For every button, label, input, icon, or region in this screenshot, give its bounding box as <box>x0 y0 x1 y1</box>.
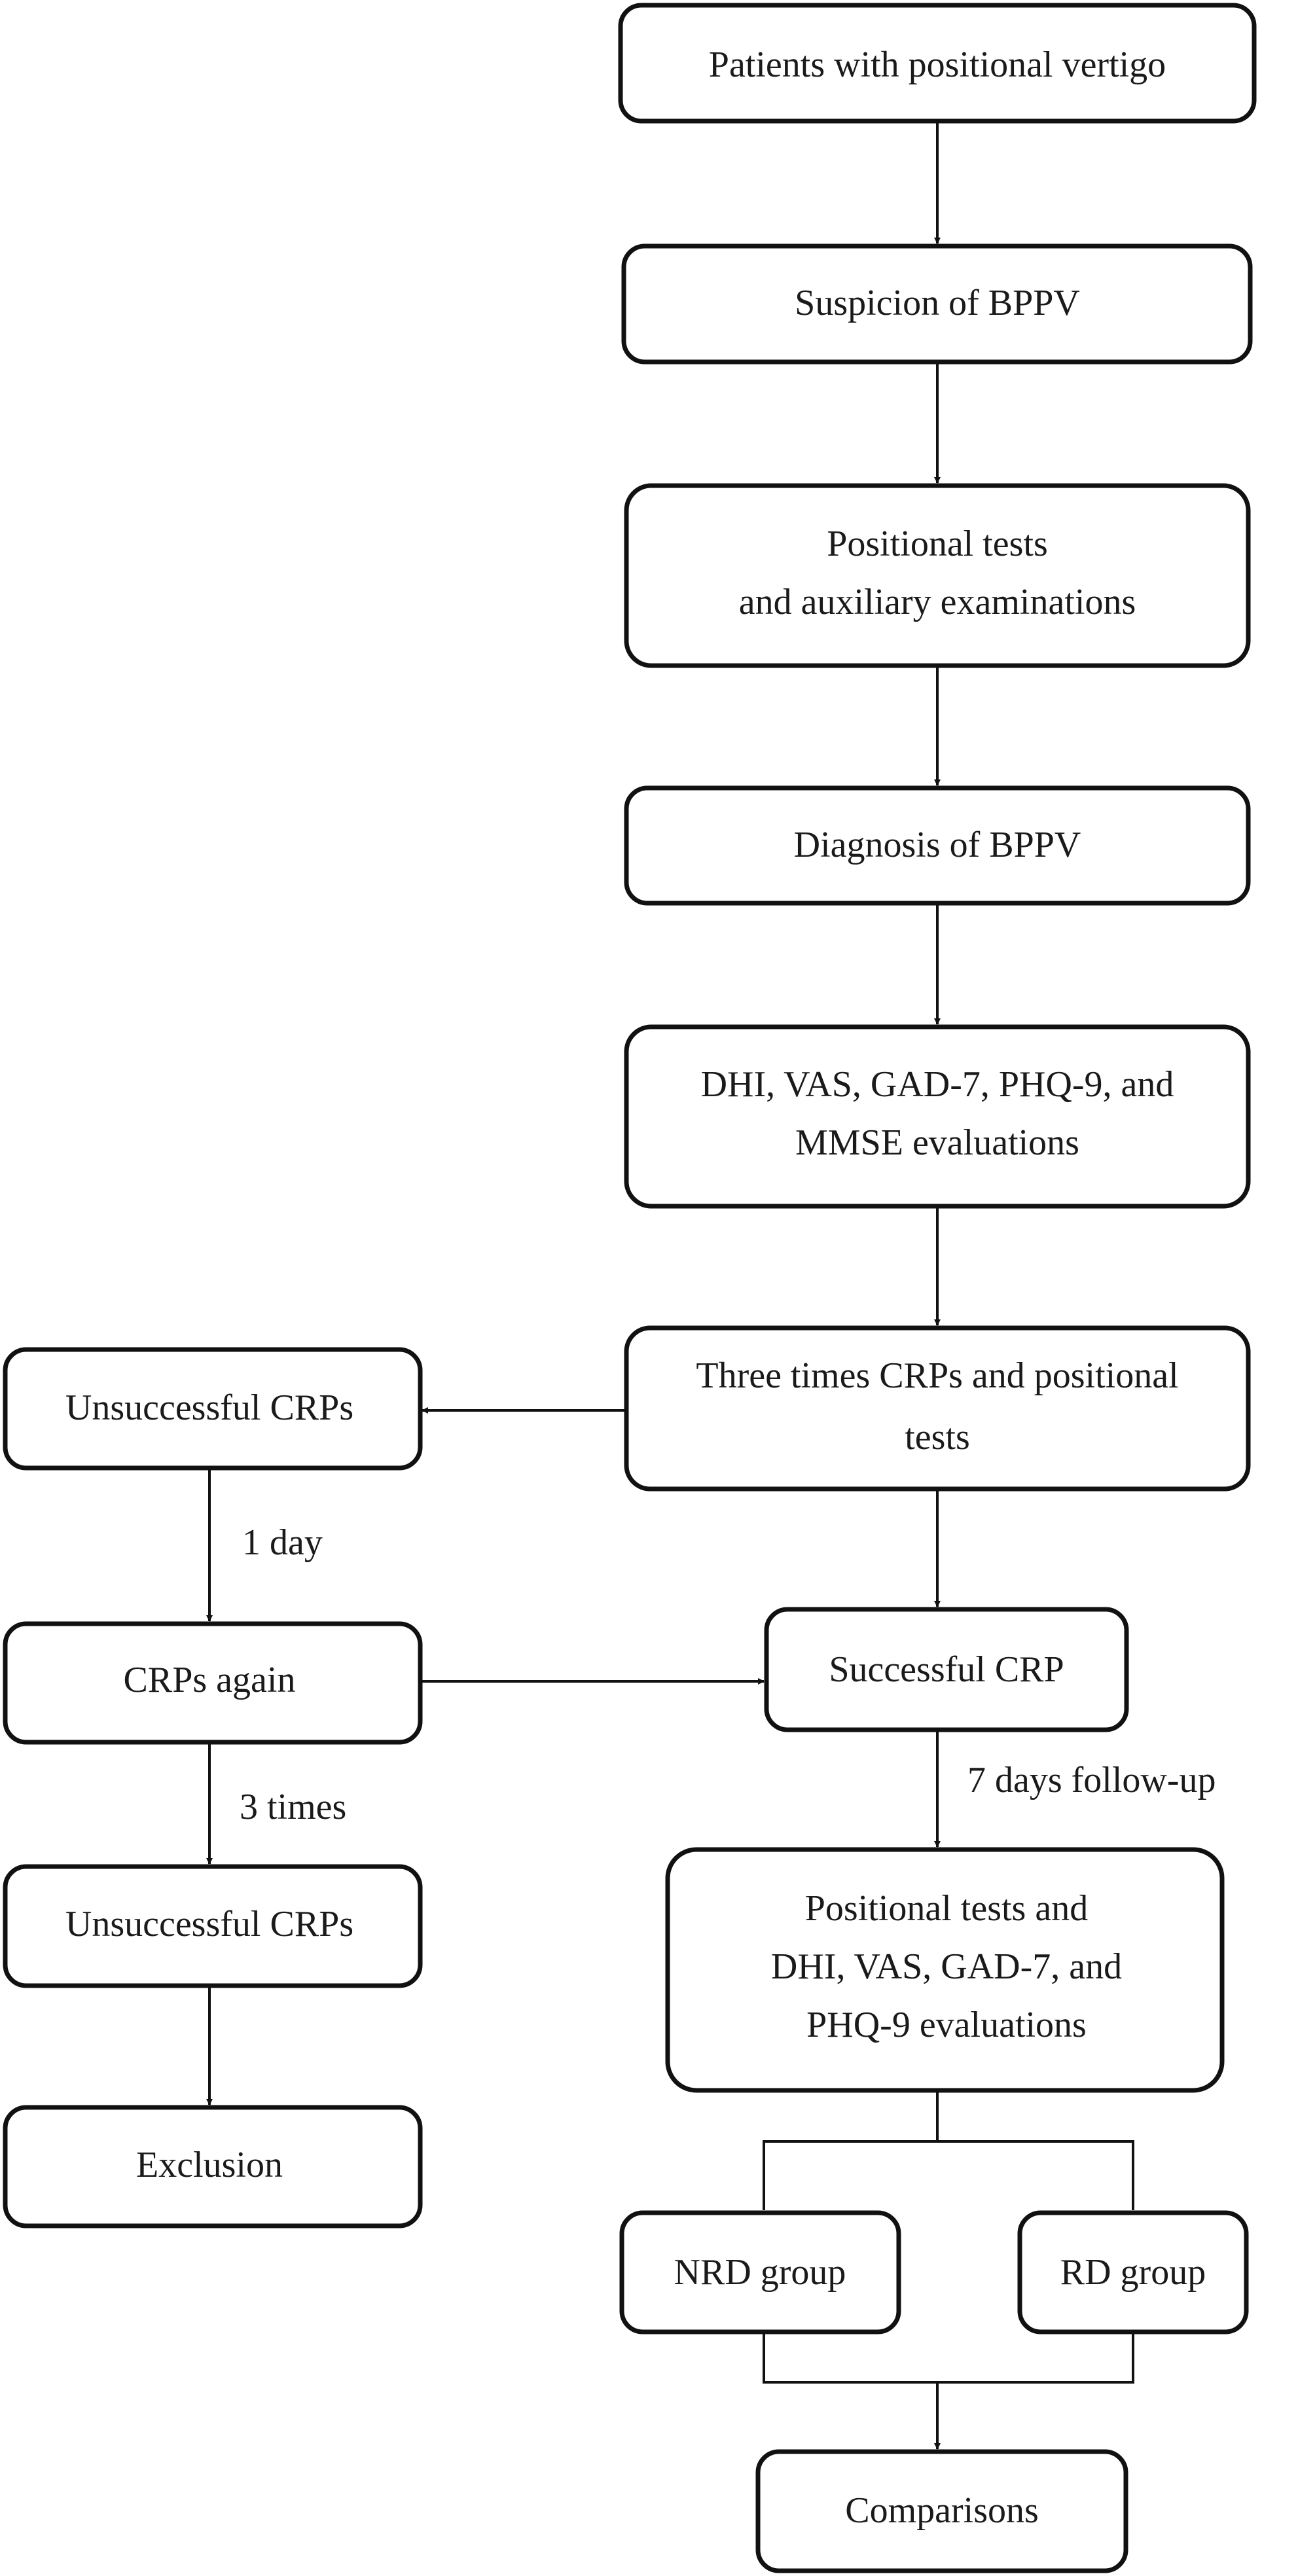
svg-text:Unsuccessful CRPs: Unsuccessful CRPs <box>65 1904 353 1944</box>
node-rd-group-line-1: RD group <box>1060 2252 1206 2293</box>
node-three-times: Three times CRPs and positional tests <box>624 1325 1251 1492</box>
svg-text:CRPs again: CRPs again <box>124 1660 296 1700</box>
node-three-times-line-1: Three times CRPs and positional <box>696 1355 1178 1396</box>
node-positional-tests: Positional tests and auxiliary examinati… <box>624 483 1251 668</box>
node-unsuccessful-crps-1: Unsuccessful CRPs <box>3 1347 423 1471</box>
label-one-day: 1 day <box>242 1522 323 1563</box>
svg-text:Successful CRP: Successful CRP <box>829 1649 1064 1690</box>
node-unsuccessful-crps-2-line-1: Unsuccessful CRPs <box>65 1904 353 1944</box>
connector-groups-to-comparisons <box>763 2332 1134 2384</box>
svg-text:MMSE evaluations: MMSE evaluations <box>795 1122 1079 1163</box>
node-patients: Patients with positional vertigo <box>618 3 1257 124</box>
node-exclusion: Exclusion <box>3 2105 423 2228</box>
node-positional-tests-line-1: Positional tests <box>827 524 1048 564</box>
node-nrd-group: NRD group <box>619 2210 901 2334</box>
node-comparisons: Comparisons <box>755 2449 1128 2573</box>
svg-text:NRD group: NRD group <box>674 2252 846 2293</box>
label-seven-days-follow-up: 7 days follow-up <box>967 1760 1216 1800</box>
node-evaluations: DHI, VAS, GAD-7, PHQ-9, and MMSE evaluat… <box>624 1024 1251 1209</box>
node-crps-again-line-1: CRPs again <box>124 1660 296 1700</box>
node-nrd-group-line-1: NRD group <box>674 2252 846 2293</box>
svg-text:RD group: RD group <box>1060 2252 1206 2293</box>
node-comparisons-line-1: Comparisons <box>845 2490 1039 2531</box>
node-positional-tests-line-2: and auxiliary examinations <box>739 582 1136 622</box>
node-evaluations-line-2: MMSE evaluations <box>795 1122 1079 1163</box>
node-followup-tests: Positional tests and DHI, VAS, GAD-7, an… <box>665 1847 1225 2093</box>
node-diagnosis-line-1: Diagnosis of BPPV <box>794 825 1081 865</box>
svg-text:Patients with positional verti: Patients with positional vertigo <box>709 45 1166 85</box>
svg-text:Three times CRPs and positiona: Three times CRPs and positional <box>696 1355 1178 1396</box>
node-patients-line-1: Patients with positional vertigo <box>709 45 1166 85</box>
node-exclusion-line-1: Exclusion <box>136 2145 283 2185</box>
svg-text:tests: tests <box>905 1417 970 1458</box>
svg-text:and auxiliary examinations: and auxiliary examinations <box>739 582 1136 622</box>
node-successful-crp: Successful CRP <box>764 1607 1129 1732</box>
node-diagnosis: Diagnosis of BPPV <box>624 785 1251 906</box>
node-followup-tests-line-1: Positional tests and <box>805 1888 1088 1929</box>
svg-text:Positional tests and: Positional tests and <box>805 1888 1088 1929</box>
svg-text:Unsuccessful CRPs: Unsuccessful CRPs <box>65 1387 353 1428</box>
connectors <box>206 121 1134 2450</box>
node-followup-tests-line-3: PHQ-9 evaluations <box>806 2005 1087 2045</box>
node-three-times-line-2: tests <box>905 1417 970 1458</box>
label-three-times: 3 times <box>240 1787 346 1827</box>
node-evaluations-line-1: DHI, VAS, GAD-7, PHQ-9, and <box>701 1064 1174 1105</box>
node-suspicion: Suspicion of BPPV <box>621 243 1253 365</box>
svg-text:DHI, VAS, GAD-7, and: DHI, VAS, GAD-7, and <box>771 1946 1122 1987</box>
svg-text:Exclusion: Exclusion <box>136 2145 283 2185</box>
node-suspicion-line-1: Suspicion of BPPV <box>795 283 1080 323</box>
node-successful-crp-line-1: Successful CRP <box>829 1649 1064 1690</box>
node-crps-again: CRPs again <box>3 1621 423 1745</box>
node-unsuccessful-crps-2: Unsuccessful CRPs <box>3 1864 423 1988</box>
connector-followup-to-rd <box>937 2140 1134 2210</box>
svg-text:PHQ-9 evaluations: PHQ-9 evaluations <box>806 2005 1087 2045</box>
svg-text:Suspicion of BPPV: Suspicion of BPPV <box>795 283 1080 323</box>
connector-followup-to-groups <box>763 2090 939 2210</box>
svg-text:Comparisons: Comparisons <box>845 2490 1039 2531</box>
node-followup-tests-line-2: DHI, VAS, GAD-7, and <box>771 1946 1122 1987</box>
svg-text:DHI, VAS, GAD-7, PHQ-9, and: DHI, VAS, GAD-7, PHQ-9, and <box>701 1064 1174 1105</box>
svg-text:Positional tests: Positional tests <box>827 524 1048 564</box>
node-rd-group: RD group <box>1017 2210 1249 2334</box>
svg-text:Diagnosis of BPPV: Diagnosis of BPPV <box>794 825 1081 865</box>
node-unsuccessful-crps-1-line-1: Unsuccessful CRPs <box>65 1387 353 1428</box>
